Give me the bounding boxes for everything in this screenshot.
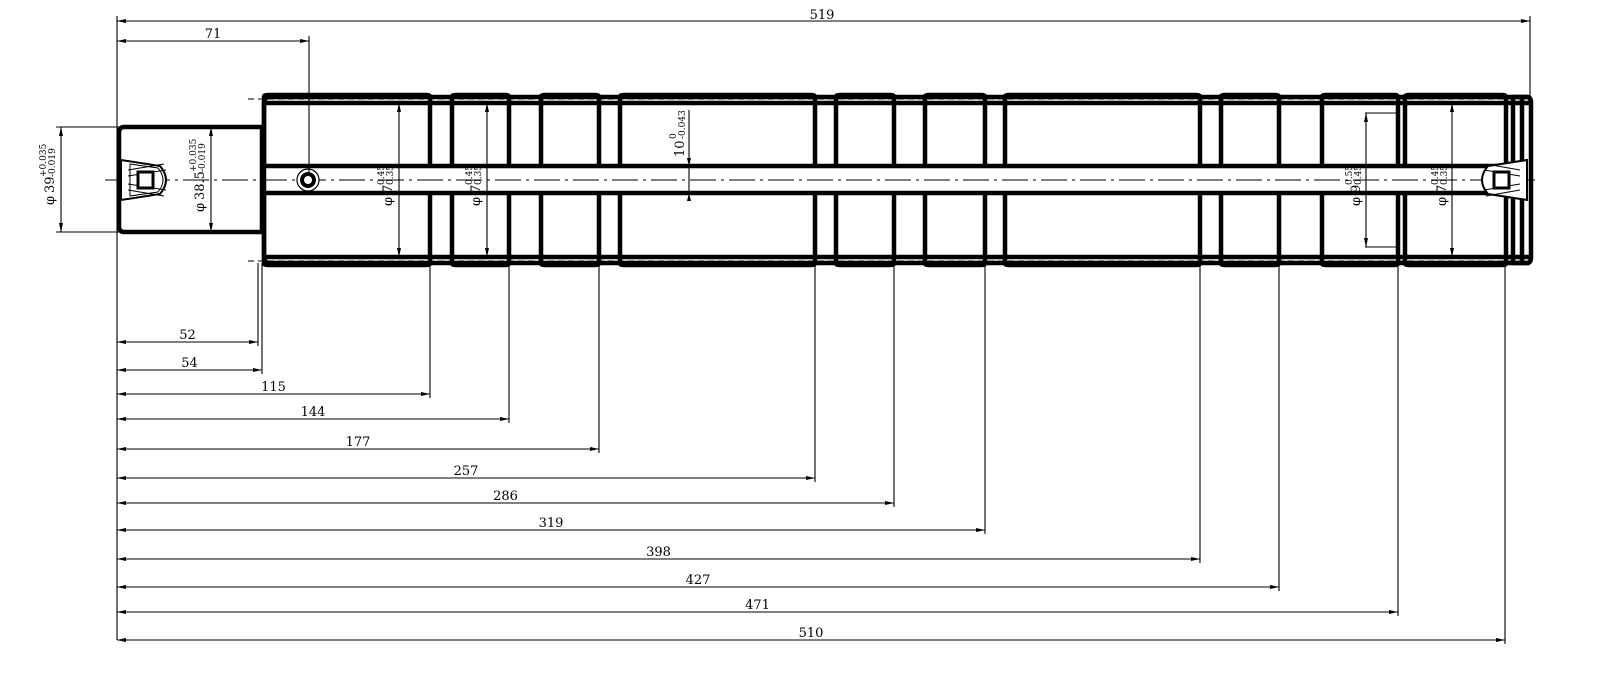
groove-segment bbox=[1402, 92, 1509, 268]
dim-d9: 9 bbox=[1349, 185, 1364, 193]
dim-d9-symbol: φ bbox=[1349, 197, 1364, 206]
dim-keyway-upper: 0 bbox=[669, 133, 679, 139]
dim-d38-upper: +0.035 bbox=[189, 138, 199, 172]
dim-d39-upper: +0.035 bbox=[39, 143, 49, 177]
groove-segment bbox=[1002, 92, 1203, 268]
baseline-dimensions: 52 54 115 144 177 257 286 319 398 427 471 510 bbox=[117, 263, 1506, 644]
groove-segment bbox=[833, 92, 897, 268]
keyway-hole bbox=[296, 168, 320, 192]
groove-segment bbox=[617, 92, 818, 268]
dim-overall-length: 519 bbox=[810, 8, 835, 23]
dim-d7b-upper: 0.45 bbox=[465, 165, 475, 185]
dim-d7a-symbol: φ bbox=[381, 197, 396, 206]
dim-baseline-398: 398 bbox=[646, 545, 671, 560]
dim-d7a-lower: 0.35 bbox=[386, 165, 396, 185]
dim-d39: 39 bbox=[43, 176, 58, 193]
groove-segment bbox=[922, 92, 988, 268]
groove-segment bbox=[538, 92, 602, 268]
dim-d38: 38.5 bbox=[193, 171, 208, 200]
dim-baseline-471: 471 bbox=[745, 598, 770, 613]
dim-keyway-width: 10 bbox=[673, 140, 688, 157]
left-center-hole bbox=[120, 158, 167, 202]
dim-d7a: 7 bbox=[381, 185, 396, 193]
dim-d7c-lower: 0.35 bbox=[1440, 165, 1450, 185]
groove-segment bbox=[1319, 92, 1401, 268]
dim-baseline-510: 510 bbox=[799, 626, 824, 641]
groove-segment bbox=[449, 92, 512, 268]
dim-d7c: 7 bbox=[1435, 185, 1450, 193]
dim-d9-lower: 0.45 bbox=[1354, 165, 1364, 185]
dim-d7b: 7 bbox=[469, 185, 484, 193]
dim-d9-upper: 0.55 bbox=[1345, 165, 1355, 185]
dim-baseline-427: 427 bbox=[686, 573, 711, 588]
shaft-outline bbox=[116, 92, 1534, 268]
dim-baseline-115: 115 bbox=[261, 380, 286, 395]
dim-d7c-symbol: φ bbox=[1435, 197, 1450, 206]
top-dimensions: 519 71 bbox=[116, 8, 1531, 640]
diameter-dimensions: φ 39 +0.035 -0.019 φ 38.5 +0.035 -0.019 … bbox=[39, 103, 1454, 257]
dim-baseline-286: 286 bbox=[493, 489, 518, 504]
groove-segment bbox=[261, 92, 433, 268]
dim-baseline-319: 319 bbox=[539, 516, 564, 531]
dim-d39-lower: -0.019 bbox=[48, 148, 58, 177]
groove-segment bbox=[1218, 92, 1282, 268]
dim-d7b-symbol: φ bbox=[469, 197, 484, 206]
dim-d38-lower: -0.019 bbox=[198, 143, 208, 172]
dim-d39-symbol: φ bbox=[43, 196, 58, 205]
dim-baseline-177: 177 bbox=[346, 435, 371, 450]
right-center-hole bbox=[1481, 158, 1528, 202]
dim-d38-symbol: φ bbox=[193, 203, 208, 212]
dim-baseline-54: 54 bbox=[181, 356, 198, 371]
dim-baseline-144: 144 bbox=[301, 405, 326, 420]
dim-baseline-257: 257 bbox=[454, 464, 479, 479]
dim-keyway-position: 71 bbox=[205, 27, 222, 42]
grooves bbox=[261, 92, 1509, 268]
dim-keyway-lower: -0.043 bbox=[678, 110, 688, 139]
left-stub bbox=[116, 124, 265, 235]
dim-d7c-upper: 0.45 bbox=[1431, 165, 1441, 185]
dim-d7a-upper: 0.45 bbox=[377, 165, 387, 185]
dim-baseline-52: 52 bbox=[179, 328, 196, 343]
dim-d7b-lower: 0.35 bbox=[474, 165, 484, 185]
